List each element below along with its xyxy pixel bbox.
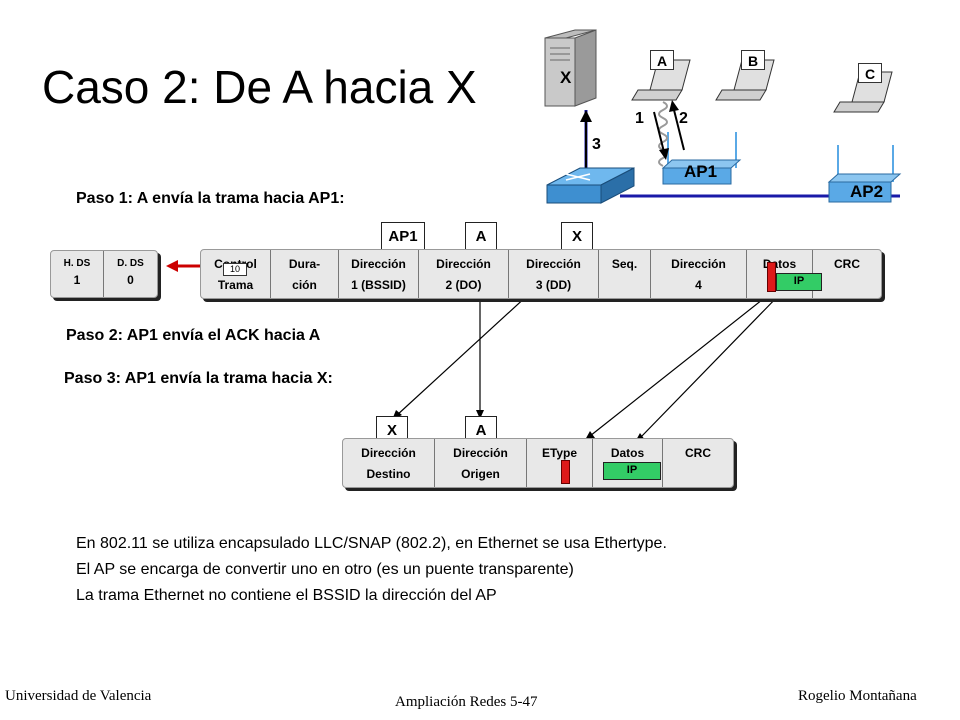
paso-3-label: Paso 3: AP1 envía la trama hacia X:	[64, 370, 333, 387]
paso-2-label: Paso 2: AP1 envía el ACK hacia A	[66, 327, 321, 344]
ap2-icon	[827, 145, 902, 203]
eth-field: CRC	[663, 439, 733, 487]
wifi-field-line1: Dura-	[288, 257, 321, 271]
eth-field-line1: Dirección	[453, 446, 508, 460]
h-ds-value: 1	[73, 273, 81, 287]
note-3: La trama Ethernet no contiene el BSSID l…	[76, 587, 497, 604]
ethertype-marker	[561, 460, 570, 484]
wifi-field-line2: 3 (DD)	[535, 278, 572, 292]
wifi-field-line2: 4	[695, 278, 702, 292]
laptop-a-label: A	[650, 50, 674, 70]
note-2: El AP se encarga de convertir uno en otr…	[76, 561, 574, 578]
d-ds-value: 0	[127, 273, 134, 287]
eth-field-line1: CRC	[685, 446, 711, 460]
wifi-field-line1: Datos	[762, 257, 797, 271]
wifi-field: CRC	[813, 250, 881, 298]
eth-field-line1: Datos	[610, 446, 645, 460]
paso-1-label: Paso 1: A envía la trama hacia AP1:	[76, 190, 345, 207]
footer-center: Ampliación Redes 5-47	[395, 694, 538, 710]
eth-ip-block: IP	[603, 462, 661, 480]
ap1-label: AP1	[684, 162, 718, 181]
eth-field-line2: Destino	[366, 467, 411, 481]
ap2-label: AP2	[850, 182, 884, 201]
wifi-field: Dirección 3 (DD)	[509, 250, 599, 298]
wifi-field-line1: CRC	[834, 257, 860, 271]
step-3-label: 3	[592, 136, 601, 153]
wifi-field: Seq.	[599, 250, 651, 298]
wifi-field: Dura-ción	[271, 250, 339, 298]
h-ds-label: H. DS	[63, 258, 91, 269]
server-label: X	[560, 68, 572, 87]
h-ds-field: H. DS 1	[51, 251, 104, 297]
server-icon	[544, 29, 597, 107]
tag-ap1: AP1	[381, 222, 425, 250]
laptop-c-label: C	[858, 63, 882, 83]
wifi-field-line2: 2 (DO)	[445, 278, 482, 292]
laptop-b-label: B	[741, 50, 765, 70]
slide-title: Caso 2: De A hacia X	[42, 61, 477, 113]
eth-field-line2: Origen	[461, 467, 500, 481]
switch-icon	[546, 167, 635, 204]
eth-field: EType	[527, 439, 593, 487]
wifi-field-line1: Dirección	[526, 257, 581, 271]
note-1: En 802.11 se utiliza encapsulado LLC/SNA…	[76, 535, 667, 552]
tag-a: A	[465, 222, 497, 250]
wifi-field: Dirección 4	[651, 250, 747, 298]
footer-left: Universidad de Valencia	[5, 688, 152, 704]
d-ds-label: D. DS	[117, 258, 144, 269]
step-1-label: 1	[635, 110, 644, 127]
wifi-field-line2: Trama	[217, 278, 254, 292]
wifi-field-line2: ción	[292, 278, 317, 292]
control-code: 10	[223, 263, 247, 276]
wifi-field-line1: Dirección	[436, 257, 491, 271]
eth-field: Datos	[593, 439, 663, 487]
wifi-field: Dirección 1 (BSSID)	[339, 250, 419, 298]
footer-right: Rogelio Montañana	[798, 688, 917, 704]
eth-field-line1: Dirección	[361, 446, 416, 460]
eth-field-line1: EType	[541, 446, 578, 460]
wifi-field: Dirección 2 (DO)	[419, 250, 509, 298]
wifi-ip-block: IP	[776, 273, 822, 291]
wifi-field-line1: Dirección	[351, 257, 406, 271]
step-2-label: 2	[679, 110, 688, 127]
tag-x: X	[561, 222, 593, 250]
ds-bits-box: H. DS 1 D. DS 0	[50, 250, 158, 298]
d-ds-field: D. DS 0	[104, 251, 157, 297]
wifi-field-line1: Dirección	[671, 257, 726, 271]
llc-snap-marker	[767, 262, 776, 292]
wifi-field-line1: Seq.	[611, 257, 638, 271]
wifi-field-line2: 1 (BSSID)	[351, 278, 406, 292]
